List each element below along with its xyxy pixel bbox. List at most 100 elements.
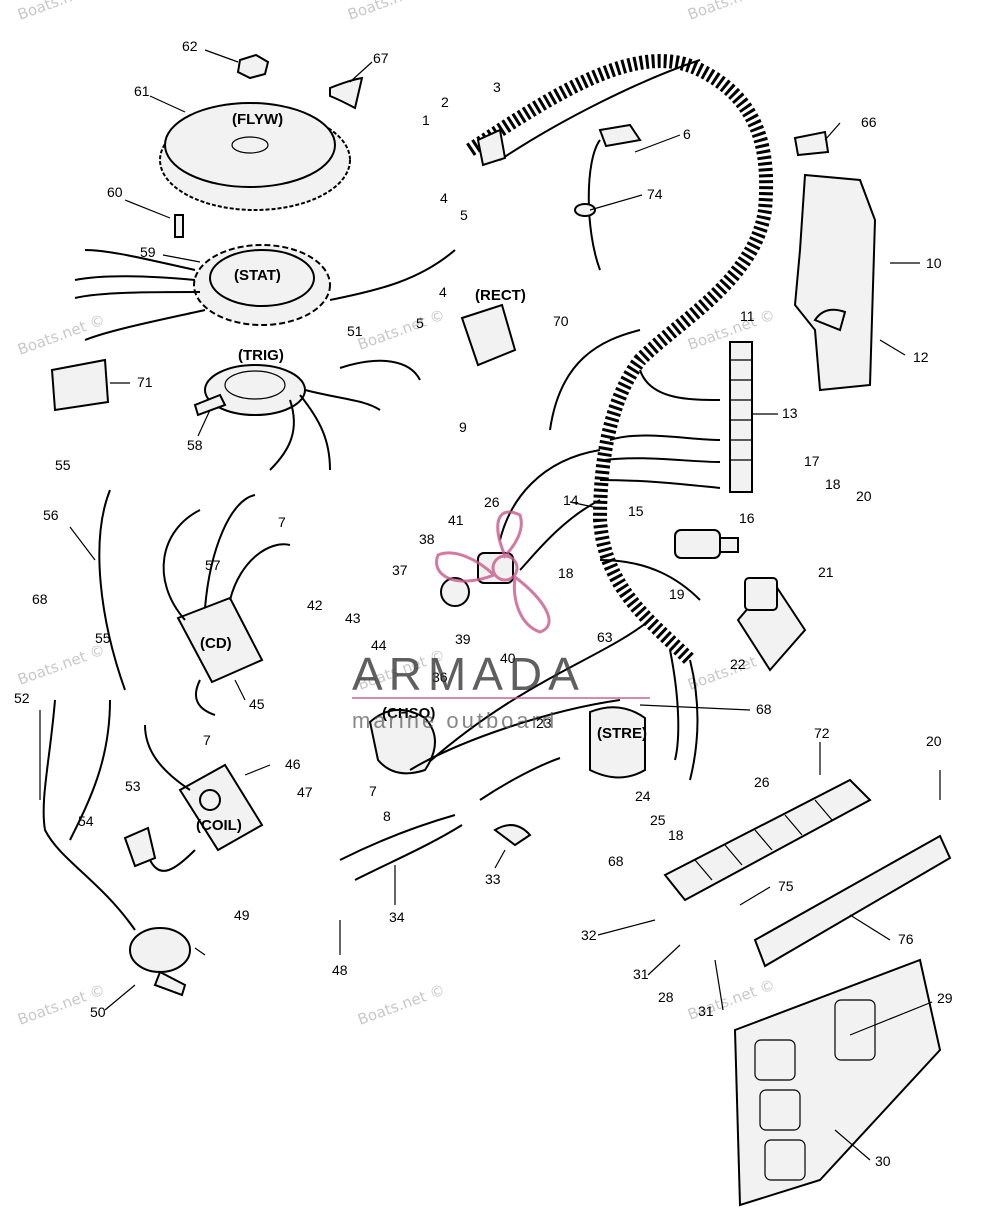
part-number: 21 (818, 564, 834, 580)
lead-wire (69, 699, 111, 841)
battery-cable (409, 699, 621, 771)
flywheel-spacer (329, 76, 364, 110)
part-number: 33 (485, 871, 501, 887)
part-number: 49 (234, 907, 250, 923)
harness-branch-wire (499, 449, 601, 541)
rectifier-label: (RECT) (475, 287, 526, 304)
part-number: 68 (32, 591, 48, 607)
part-number: 67 (373, 50, 389, 66)
coil-label: (COIL) (196, 817, 242, 834)
stator: (STAT) (74, 244, 456, 341)
watermark: Boats.net © (345, 0, 437, 24)
part-number: 48 (332, 962, 348, 978)
part-number: 7 (203, 732, 211, 748)
cd-module-label: (CD) (200, 635, 232, 652)
lead-wire (42, 699, 136, 931)
rectifier: (RECT) (339, 287, 526, 381)
fuse-tag (574, 203, 596, 217)
mounting-plate (753, 834, 952, 968)
part-number: 57 (205, 557, 221, 573)
part-number: 24 (635, 788, 651, 804)
part-number: 71 (137, 374, 153, 390)
part-number: 17 (804, 453, 820, 469)
part-number: 26 (754, 774, 770, 790)
part-number: 4 (440, 190, 448, 206)
part-number: 74 (647, 186, 663, 202)
part-number: 8 (383, 808, 391, 824)
part-number: 18 (668, 827, 684, 843)
terminal-block (729, 341, 753, 493)
watermark: Boats.net © (15, 311, 107, 359)
part-number: 56 (43, 507, 59, 523)
part-number: 31 (698, 1003, 714, 1019)
watermark: Boats.net © (685, 0, 777, 24)
harness-branch-wire (519, 499, 601, 571)
part-number: 58 (187, 437, 203, 453)
part-number: 63 (597, 629, 613, 645)
part-number: 13 (782, 405, 798, 421)
harness-branch-wire (499, 59, 701, 161)
watermark: Boats.net © (355, 981, 447, 1029)
part-number: 52 (14, 690, 30, 706)
lead-wire (98, 489, 126, 691)
part-number: 28 (658, 989, 674, 1005)
starter-solenoid-label: (STRE) (597, 725, 647, 742)
harness-branch-wire (609, 434, 721, 441)
part-number: 18 (558, 565, 574, 581)
part-number: 70 (553, 313, 569, 329)
part-number: 36 (432, 669, 448, 685)
part-number: 9 (459, 419, 467, 435)
part-number: 66 (861, 114, 877, 130)
electrical-plate (733, 958, 942, 1207)
part-number: 40 (500, 650, 516, 666)
spark-plug-boot (123, 826, 157, 868)
part-number: 38 (419, 531, 435, 547)
harness-branch-wire (549, 329, 641, 431)
stator-screw (174, 214, 184, 238)
battery-cable (339, 814, 456, 861)
part-number: 61 (134, 83, 150, 99)
trigger-label: (TRIG) (238, 347, 284, 364)
harness-branch-wire (639, 369, 721, 401)
part-number: 75 (778, 878, 794, 894)
wiring-harness (466, 54, 774, 665)
flywheel-nut (236, 53, 270, 80)
part-number: 5 (416, 315, 424, 331)
part-number: 12 (913, 349, 929, 365)
part-number: 31 (633, 966, 649, 982)
part-number: 14 (563, 492, 579, 508)
part-number: 32 (581, 927, 597, 943)
part-number: 68 (756, 701, 772, 717)
part-number: 22 (730, 656, 746, 672)
fuse-wire (587, 139, 601, 271)
flywheel-label: (FLYW) (232, 111, 283, 128)
wire-clip (793, 130, 830, 157)
part-number-labels: 1 2 3 4 4 5 5 6 7 7 7 8 9 10 11 12 13 14… (14, 38, 953, 1169)
part-number: 37 (392, 562, 408, 578)
part-number: 4 (439, 284, 447, 300)
harness-clamp (813, 308, 847, 332)
part-number: 59 (140, 244, 156, 260)
part-number: 5 (460, 207, 468, 223)
choke-solenoid: (CHSO) (368, 705, 436, 775)
choke-solenoid-label: (CHSO) (382, 705, 435, 722)
part-number: 47 (297, 784, 313, 800)
warning-horn (129, 927, 191, 997)
ignition-switch (674, 529, 739, 559)
part-number: 3 (493, 79, 501, 95)
part-number: 50 (90, 1004, 106, 1020)
switch-bezel (744, 577, 778, 611)
part-number: 43 (345, 610, 361, 626)
part-number: 19 (669, 586, 685, 602)
part-number: 44 (371, 637, 387, 653)
part-number: 25 (650, 812, 666, 828)
harness-branch-wire (599, 479, 721, 489)
cable-clip (493, 824, 532, 847)
harness-branch-wire (689, 659, 699, 781)
part-number: 10 (926, 255, 942, 271)
part-number: 2 (441, 94, 449, 110)
harness-branch-wire (419, 619, 651, 771)
starter-solenoid: (STRE) (589, 706, 647, 779)
part-number: 23 (536, 715, 552, 731)
battery-cable (354, 824, 463, 881)
